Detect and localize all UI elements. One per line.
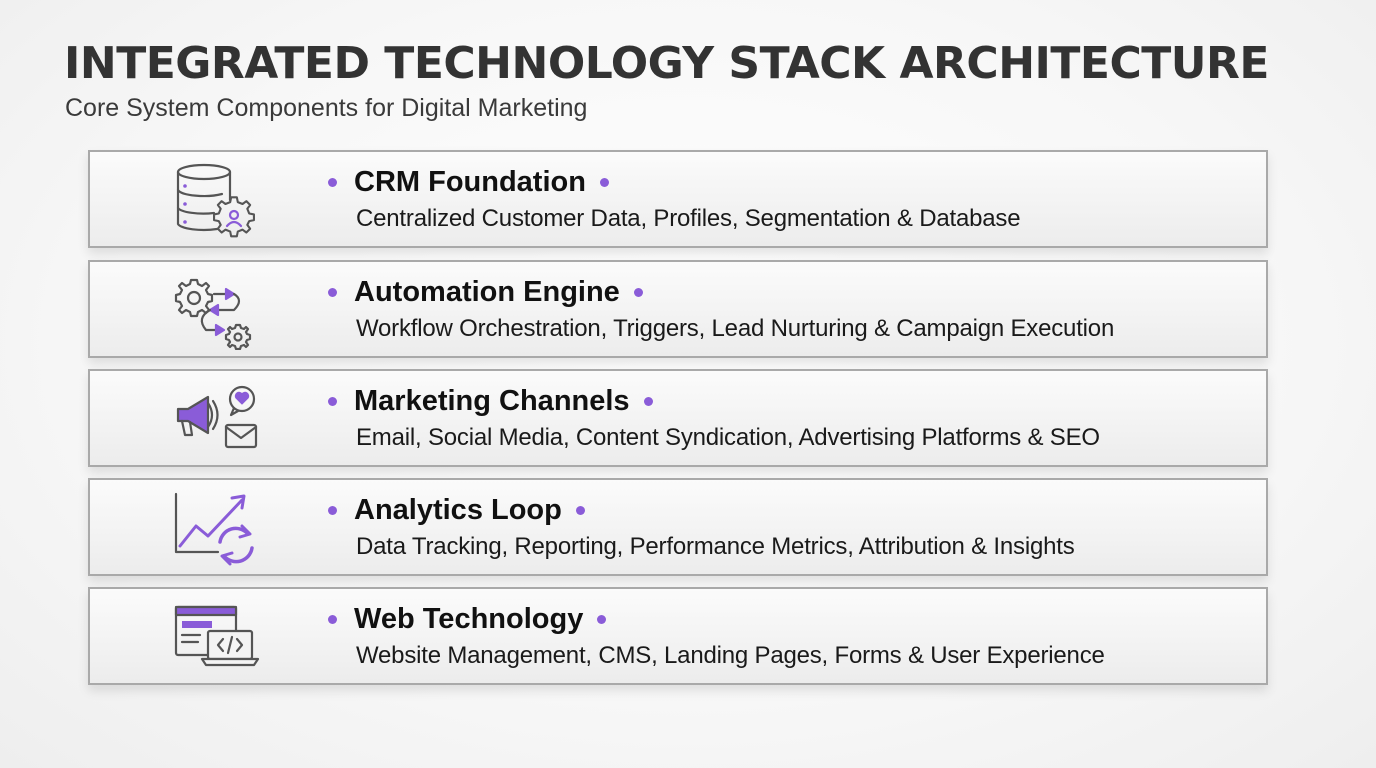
layer-web-technology: Web Technology Website Management, CMS, … [88, 587, 1268, 685]
layer-description: Email, Social Media, Content Syndication… [356, 424, 1100, 451]
bullet-dot [599, 178, 609, 187]
page-subtitle: Core System Components for Digital Marke… [65, 94, 588, 122]
browser-code-laptop-icon [170, 599, 260, 677]
bullet-dot [597, 615, 607, 624]
bullet-dot [328, 397, 337, 406]
layer-description: Website Management, CMS, Landing Pages, … [356, 642, 1105, 669]
page-title: INTEGRATED TECHNOLOGY STACK ARCHITECTURE [64, 38, 1269, 89]
bullet-dot [328, 615, 337, 624]
bullet-dot [633, 288, 643, 297]
bullet-dot [643, 397, 653, 406]
trend-chart-refresh-icon [170, 490, 260, 568]
megaphone-chat-mail-icon [170, 381, 260, 459]
bullet-dot [328, 288, 337, 297]
database-gear-user-icon [170, 162, 260, 240]
layer-crm-foundation: CRM Foundation Centralized Customer Data… [88, 150, 1268, 248]
layer-name: Web Technology [354, 603, 584, 635]
bullet-dot [328, 506, 337, 515]
bullet-dot [575, 506, 585, 515]
layer-analytics-loop: Analytics Loop Data Tracking, Reporting,… [88, 478, 1268, 576]
bullet-dot [328, 178, 337, 187]
gears-workflow-icon [170, 272, 260, 350]
layer-name: CRM Foundation [354, 166, 586, 198]
layer-description: Centralized Customer Data, Profiles, Seg… [356, 205, 1021, 232]
layer-name: Marketing Channels [354, 385, 630, 417]
layer-name: Analytics Loop [354, 494, 562, 526]
layer-description: Workflow Orchestration, Triggers, Lead N… [356, 315, 1115, 342]
layer-description: Data Tracking, Reporting, Performance Me… [356, 533, 1075, 560]
layer-automation-engine: Automation Engine Workflow Orchestration… [88, 260, 1268, 358]
layer-name: Automation Engine [354, 276, 620, 308]
layer-marketing-channels: Marketing Channels Email, Social Media, … [88, 369, 1268, 467]
